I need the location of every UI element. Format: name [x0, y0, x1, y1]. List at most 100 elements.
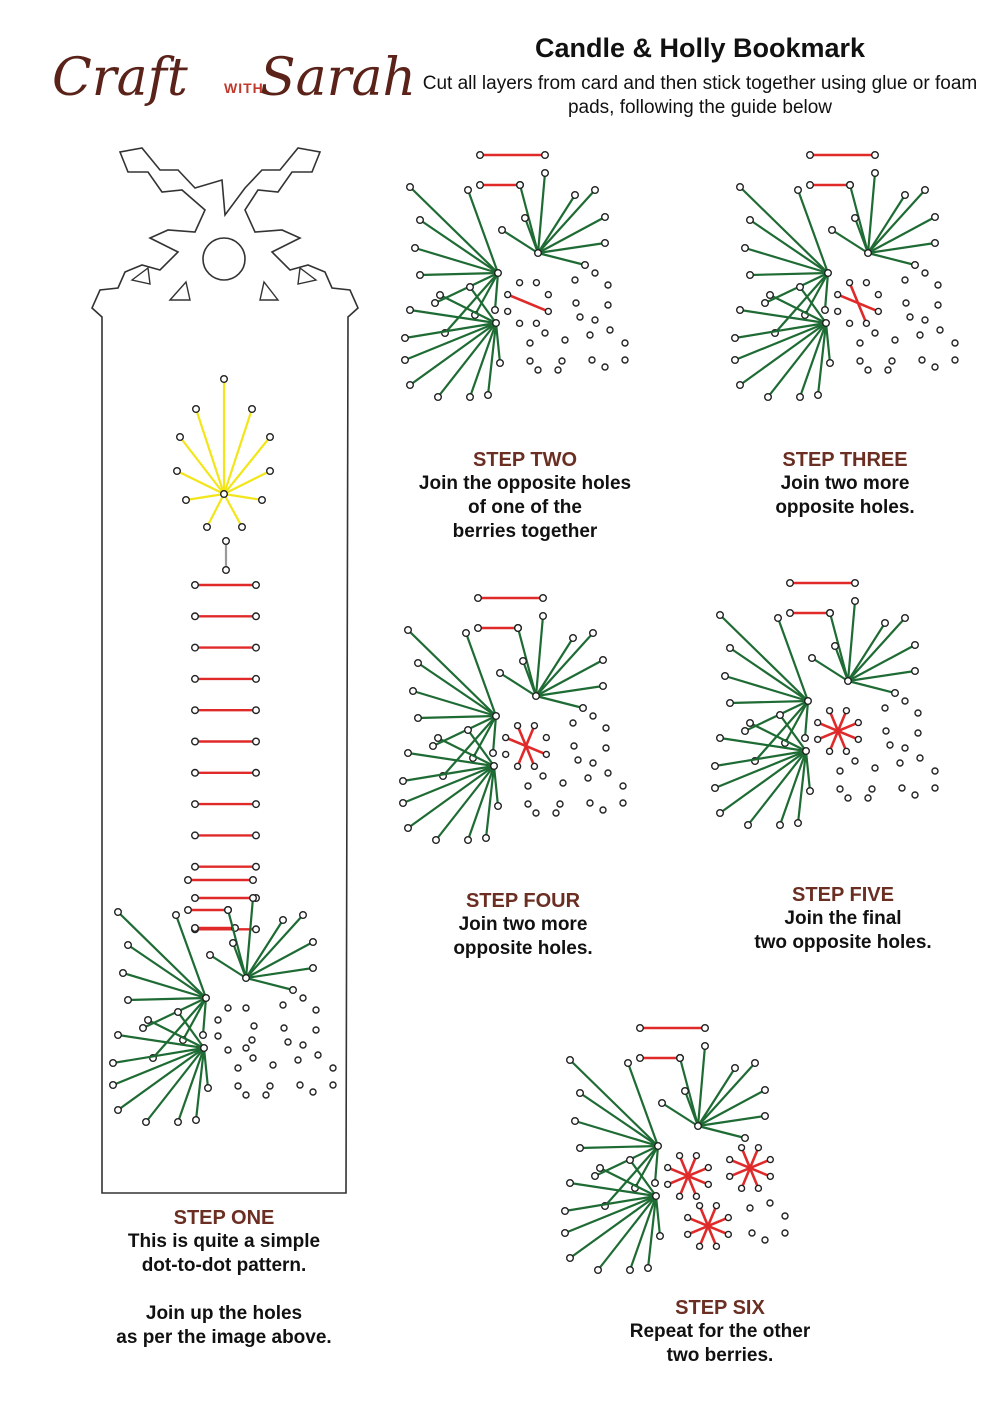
- stitch-hole: [541, 168, 550, 177]
- stitch-hole: [599, 806, 607, 814]
- stitch-hole: [911, 667, 920, 676]
- stitch-hole: [761, 1085, 770, 1094]
- step-line: berries together: [452, 521, 598, 542]
- stitch-hole: [651, 1178, 660, 1187]
- step-line: Repeat for the other: [629, 1321, 811, 1342]
- leaf-stitch: [568, 1194, 658, 1260]
- stitch-hole: [825, 706, 834, 715]
- stitch-hole: [911, 641, 920, 650]
- stitch-hole: [503, 290, 512, 299]
- stitch-hole: [566, 1178, 575, 1187]
- stitch-hole: [833, 307, 842, 316]
- stitch-hole: [596, 1163, 605, 1172]
- stitch-hole: [113, 1030, 122, 1039]
- stitch-hole: [636, 1053, 645, 1062]
- stitch-hole: [566, 1055, 575, 1064]
- stitch-hole: [556, 800, 564, 808]
- stitch-hole: [251, 581, 260, 590]
- stitch-hole: [118, 969, 127, 978]
- flame-stitch: [222, 492, 264, 502]
- stitch-hole: [658, 1098, 667, 1107]
- leaf-stitch: [598, 1166, 658, 1198]
- leaf-stitch: [466, 764, 496, 842]
- leaf-stitch: [713, 749, 808, 790]
- leaf-stitch: [111, 1046, 206, 1087]
- stitch-hole: [896, 759, 904, 767]
- leaf-stitch: [408, 308, 498, 325]
- leaf-stitch: [500, 228, 540, 255]
- leaf-stitch: [578, 1144, 660, 1150]
- stitch-hole: [251, 831, 260, 840]
- stitch-hole: [299, 1041, 307, 1049]
- stitch-hole: [594, 1265, 603, 1274]
- leaf-stitch: [738, 308, 828, 325]
- stitch-hole: [436, 291, 445, 300]
- leaf-stitch: [796, 749, 808, 825]
- flame-stitch: [222, 407, 254, 496]
- stitch-hole: [601, 363, 609, 371]
- stitch-hole: [731, 356, 740, 365]
- step-line: Join up the holes: [145, 1303, 303, 1324]
- leaf-stitch: [696, 1088, 767, 1128]
- leaf-stitch: [418, 271, 500, 277]
- leaf-stitch: [536, 241, 607, 255]
- leaf-stitch: [493, 271, 500, 312]
- leaf-stitch: [534, 684, 605, 698]
- stitch-hole: [844, 677, 853, 686]
- stitch-hole: [199, 1043, 208, 1052]
- stitch-hole: [934, 281, 942, 289]
- stitch-hole: [636, 1023, 645, 1032]
- stitch-hole: [251, 706, 260, 715]
- stitch-hole: [515, 319, 524, 328]
- leaf-stitch: [830, 228, 870, 255]
- stitch-hole: [190, 737, 199, 746]
- stitch-hole: [766, 291, 775, 300]
- stitch-hole: [404, 749, 413, 758]
- leaf-stitch: [696, 1066, 737, 1128]
- stitch-hole: [571, 1116, 580, 1125]
- leaf-stitch: [441, 714, 498, 778]
- step-line: as per the image above.: [116, 1327, 332, 1348]
- diagram-step-three: [731, 150, 959, 402]
- stitch-hole: [542, 750, 551, 759]
- stitch-hole: [921, 185, 930, 194]
- stitch-hole: [931, 238, 940, 247]
- stitch-hole: [241, 974, 250, 983]
- stitch-hole: [462, 629, 471, 638]
- stitch-hole: [874, 290, 883, 299]
- stitch-hole: [716, 734, 725, 743]
- stitch-hole: [532, 319, 541, 328]
- flame-stitch: [222, 435, 272, 496]
- leaf-stitch: [491, 714, 498, 755]
- berry-stitch: [516, 724, 536, 768]
- stitch-hole: [401, 356, 410, 365]
- flame-stitch: [222, 469, 272, 496]
- stitch-hole: [621, 356, 629, 364]
- stitch-hole: [766, 1199, 774, 1207]
- stitch-hole: [534, 248, 543, 257]
- stitch-hole: [916, 754, 924, 762]
- leaf-stitch: [696, 1114, 767, 1128]
- stitch-hole: [329, 1064, 337, 1072]
- leaf-stitch: [516, 626, 538, 698]
- stitch-hole: [731, 334, 740, 343]
- stitch-hole: [741, 1133, 750, 1142]
- stitch-hole: [766, 1172, 775, 1181]
- stitch-hole: [224, 1004, 232, 1012]
- leaf-stitch: [810, 656, 850, 683]
- stitch-hole: [898, 784, 906, 792]
- stitch-hole: [431, 299, 440, 308]
- stitch-hole: [237, 523, 246, 532]
- stitch-hole: [624, 1058, 633, 1067]
- stitch-hole: [602, 744, 610, 752]
- berry-stitch: [728, 1158, 772, 1178]
- stitch-hole: [725, 1155, 734, 1164]
- stitch-hole: [901, 614, 910, 623]
- stitch-hole: [754, 1143, 763, 1152]
- stitch-hole: [464, 726, 473, 735]
- stitch-hole: [726, 699, 735, 708]
- leaf-stitch: [231, 941, 248, 980]
- leaf-stitch: [596, 1194, 658, 1272]
- stitch-hole: [694, 1121, 703, 1130]
- stitch-hole: [526, 357, 534, 365]
